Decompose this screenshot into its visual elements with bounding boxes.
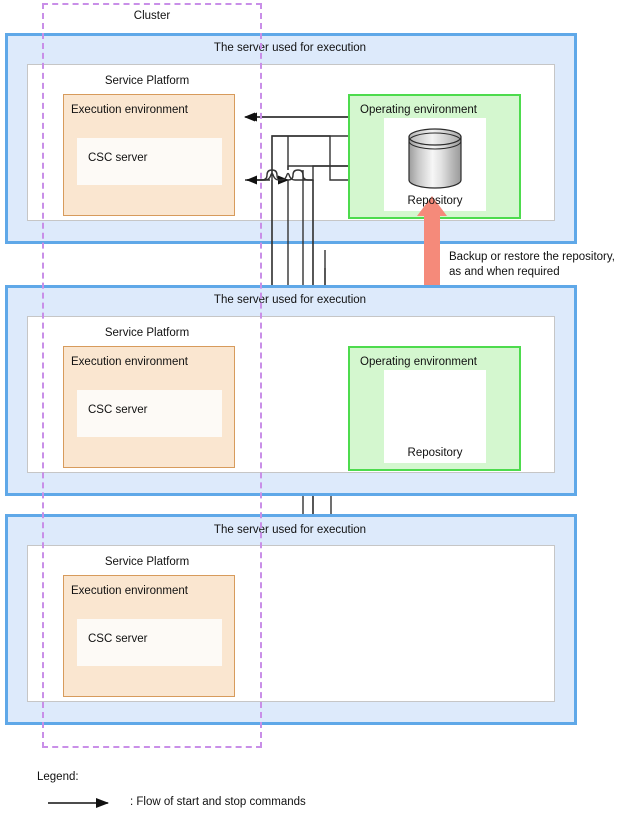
execution-environment-label-1: Execution environment (71, 104, 188, 116)
operating-environment-label-2: Operating environment (360, 356, 477, 368)
service-platform-label-2: Service Platform (104, 327, 190, 339)
csc-server-box-1 (77, 138, 222, 185)
legend-heading: Legend: (37, 771, 79, 783)
server-label-1: The server used for execution (213, 42, 367, 54)
csc-server-box-3 (77, 619, 222, 666)
service-platform-label-1: Service Platform (104, 75, 190, 87)
cluster-label: Cluster (133, 10, 171, 22)
repository-label-1: Repository (407, 195, 463, 207)
backup-note-line-2: as and when required (449, 266, 560, 278)
execution-environment-label-2: Execution environment (71, 356, 188, 368)
backup-note-line-1: Backup or restore the repository, (449, 251, 615, 263)
csc-server-label-3: CSC server (88, 633, 148, 645)
server-label-3: The server used for execution (213, 524, 367, 536)
service-platform-label-3: Service Platform (104, 556, 190, 568)
csc-server-label-1: CSC server (88, 152, 148, 164)
csc-server-label-2: CSC server (88, 404, 148, 416)
cluster-box (42, 3, 262, 748)
execution-environment-label-3: Execution environment (71, 585, 188, 597)
server-label-2: The server used for execution (213, 294, 367, 306)
operating-environment-label-1: Operating environment (360, 104, 477, 116)
repository-box-2 (384, 370, 486, 463)
csc-server-box-2 (77, 390, 222, 437)
legend-item-0-text: : Flow of start and stop commands (130, 796, 306, 808)
repository-label-2: Repository (407, 447, 463, 459)
